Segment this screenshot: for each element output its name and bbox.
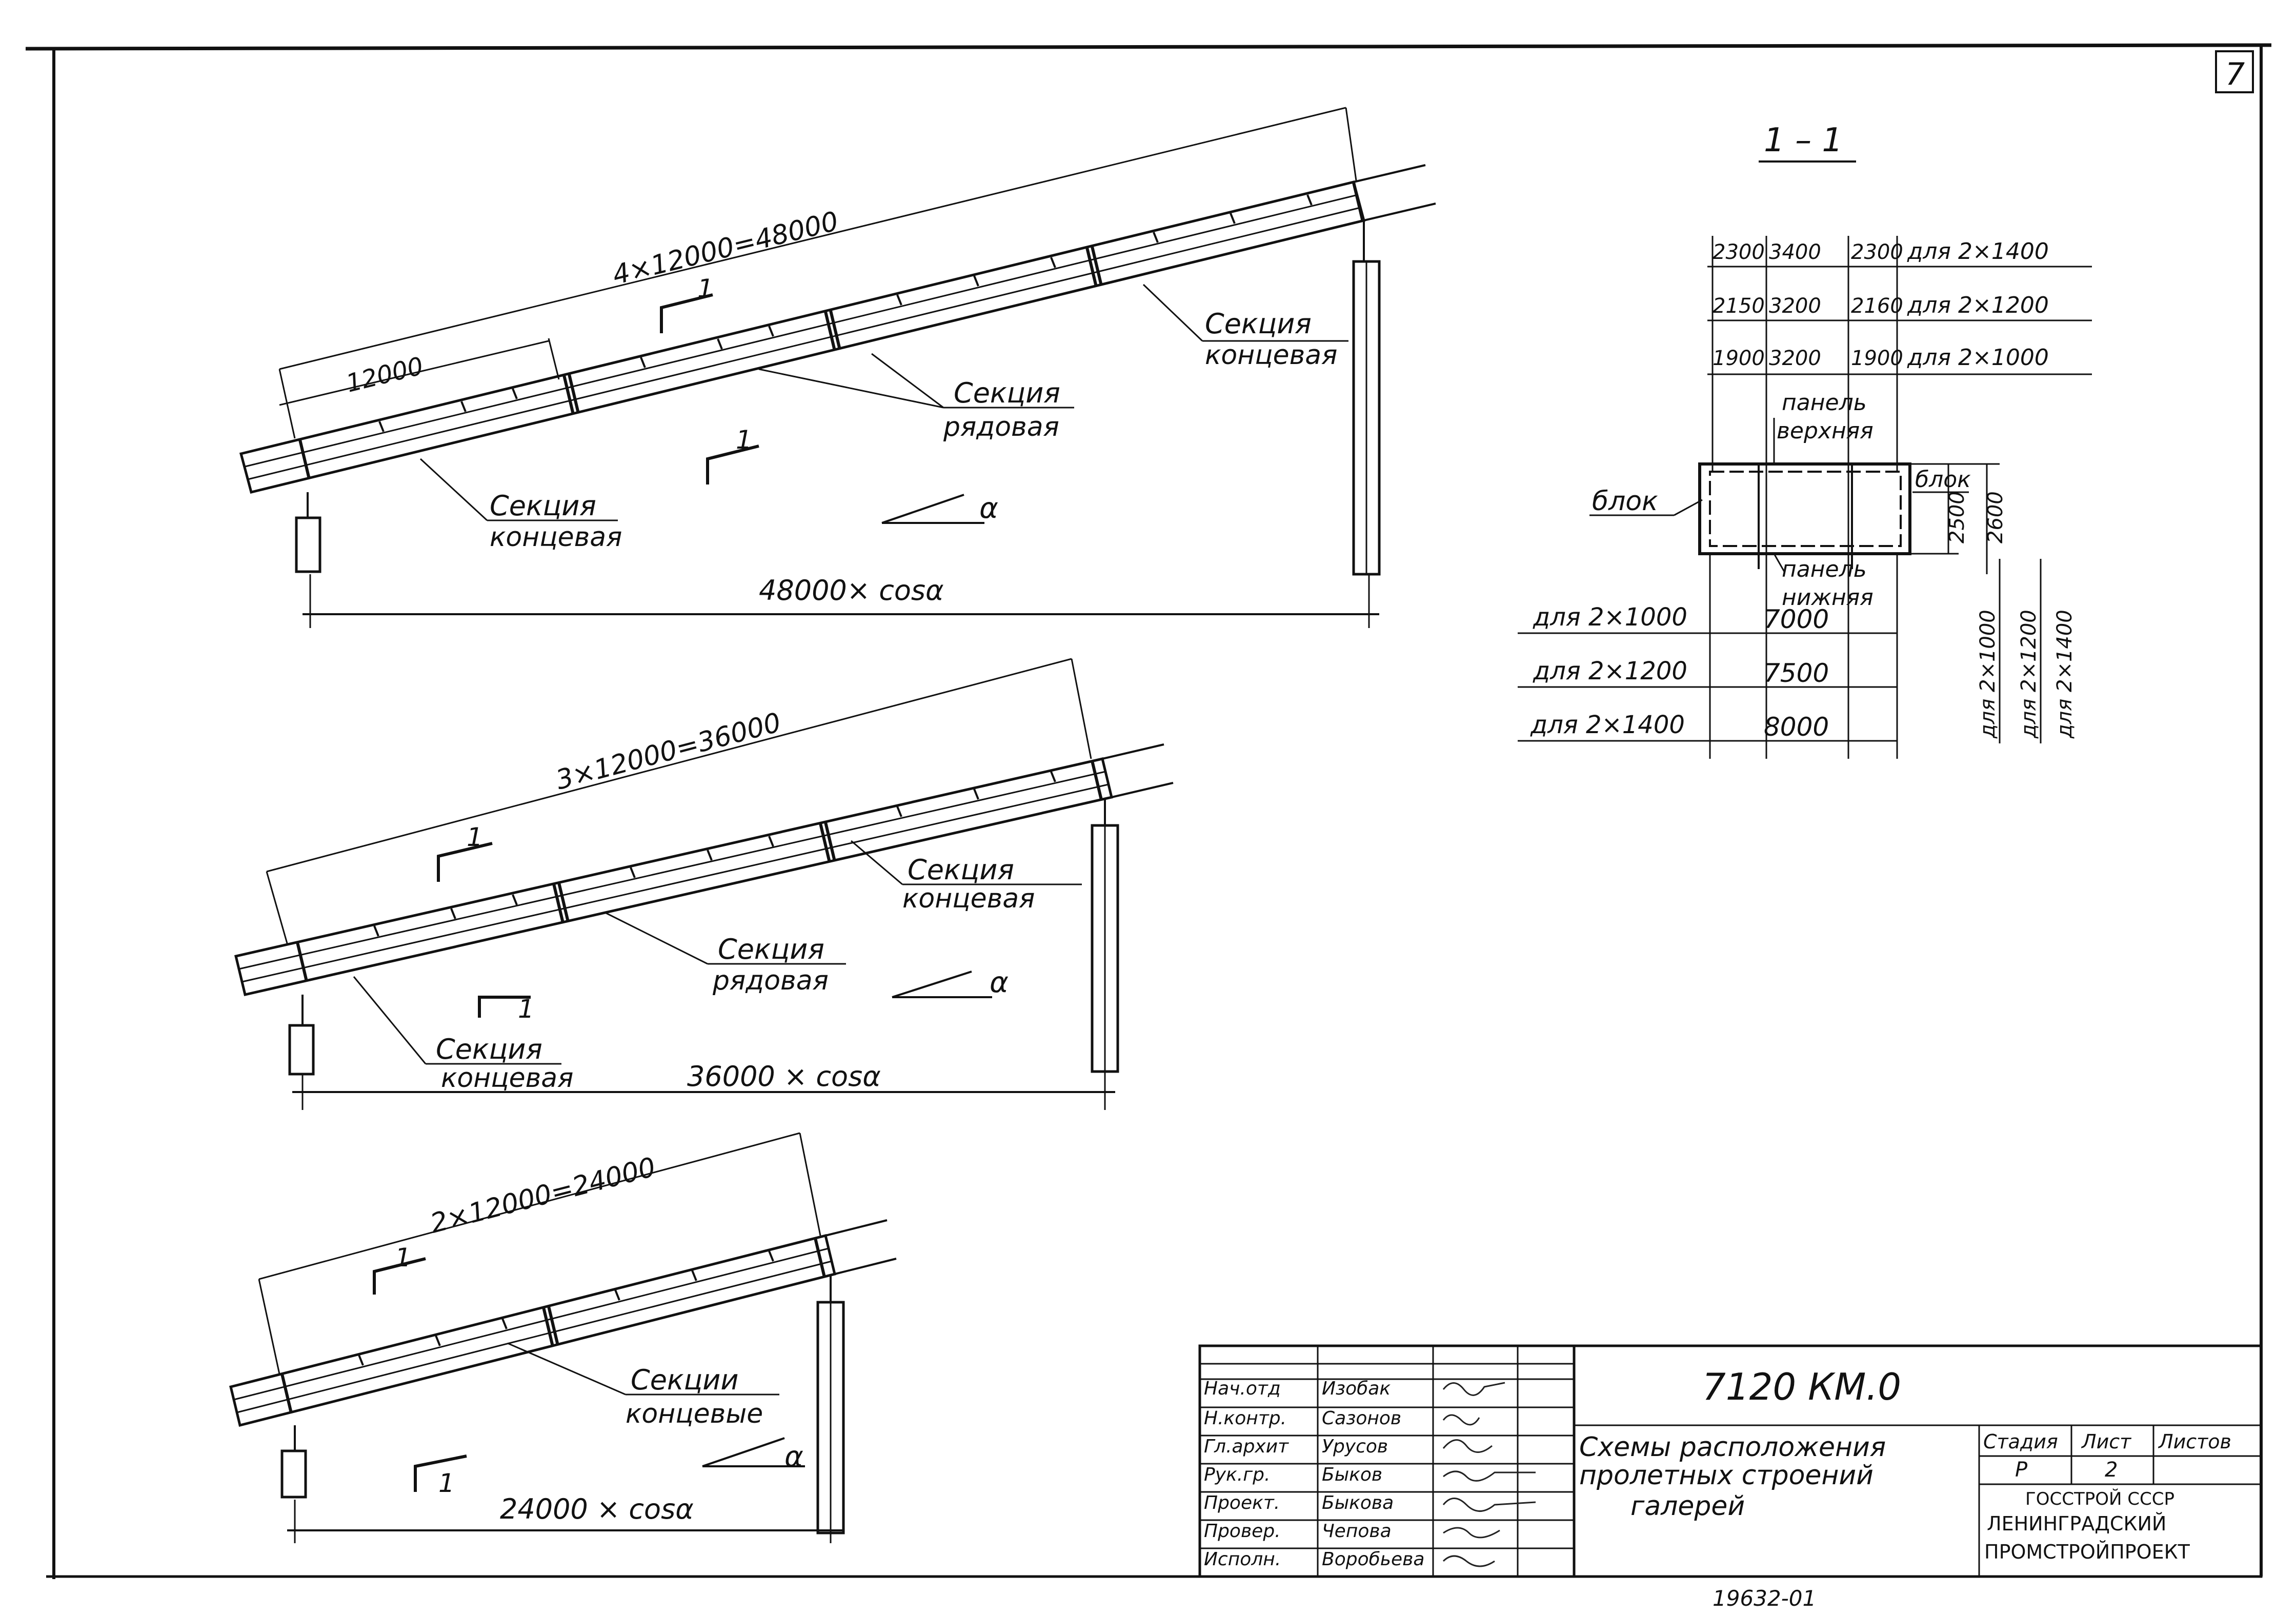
dim-48000-total: 4×12000=48000	[610, 206, 841, 291]
dim-36000-total: 3×12000=36000	[553, 707, 784, 796]
panel-lower-label-2: нижняя	[1782, 584, 1874, 611]
role-6: Провер.	[1204, 1521, 1281, 1542]
label-end-section-left-2: концевая	[441, 1063, 573, 1094]
dim-row1-c: 2300	[1851, 240, 1903, 264]
label-end-sections-1: Секции	[631, 1364, 739, 1396]
dim-row1-b: 3400	[1769, 240, 1821, 264]
section-mark-3a: 1	[395, 1243, 411, 1272]
dim-24000-horizontal: 24000 × cosα	[500, 1493, 694, 1525]
vertical-label-1000: для 2×1000	[1976, 610, 2000, 739]
label-end-section-left-1: Секция	[436, 1033, 542, 1065]
width-row1-value: 7000	[1764, 604, 1829, 634]
name-2: Сазонов	[1322, 1408, 1401, 1429]
sheet-frame: 7 19632-01	[25, 43, 2272, 1611]
height-2600: 2600	[1984, 491, 2007, 543]
section-mark-2b: 1	[518, 994, 534, 1024]
stage-value: Р	[2015, 1458, 2028, 1482]
alpha-symbol-3: α	[784, 1440, 803, 1473]
label-mid-section-1: Секция	[718, 933, 824, 965]
height-2500: 2500	[1945, 491, 1969, 543]
block-label-left: блок	[1592, 486, 1658, 517]
name-5: Быкова	[1322, 1492, 1394, 1513]
gallery-cross-section	[1698, 462, 1911, 555]
vertical-label-1400: для 2×1400	[2053, 610, 2077, 739]
width-row2-label: для 2×1200	[1533, 657, 1687, 685]
role-5: Проект.	[1204, 1492, 1280, 1513]
label-end-section-left-1: Секция	[490, 490, 596, 522]
name-6: Чепова	[1322, 1521, 1392, 1542]
section-mark-2a: 1	[467, 822, 483, 852]
role-3: Гл.архит	[1204, 1436, 1289, 1457]
width-row3-value: 8000	[1764, 712, 1829, 742]
dim-row3-b: 3200	[1769, 347, 1821, 370]
width-row2-value: 7500	[1764, 658, 1829, 688]
alpha-symbol-1: α	[979, 492, 998, 525]
vertical-label-1200: для 2×1200	[2017, 610, 2041, 739]
drawing-desc-1: Схемы расположения	[1579, 1432, 1886, 1463]
panel-upper-label-1: панель	[1782, 390, 1867, 416]
dim-row2-c: 2160	[1851, 294, 1903, 318]
drawing-code: 7120 КМ.0	[1702, 1365, 1901, 1408]
dim-12000-section: 12000	[344, 352, 427, 398]
alpha-symbol-2: α	[990, 966, 1009, 999]
dim-24000-total: 2×12000=24000	[427, 1152, 659, 1240]
dim-row3-a: 1900	[1713, 347, 1765, 370]
section-mark-1a: 1	[697, 274, 714, 304]
name-1: Изобак	[1322, 1378, 1391, 1399]
dim-row3-label: для 2×1000	[1907, 345, 2049, 371]
label-end-section-right-1: Секция	[908, 854, 1014, 886]
dim-row3-c: 1900	[1851, 347, 1903, 370]
label-end-sections-2: концевые	[626, 1399, 763, 1429]
label-mid-section-1: Секция	[954, 377, 1060, 409]
label-end-section-right-1: Секция	[1205, 308, 1312, 340]
drawing-desc-2: пролетных строений	[1579, 1460, 1874, 1491]
sheet-value: 2	[2105, 1458, 2118, 1482]
dim-row1-label: для 2×1400	[1907, 238, 2049, 265]
org-line-1: ГОССТРОЙ СССР	[2025, 1488, 2174, 1509]
width-row1-label: для 2×1000	[1533, 603, 1687, 632]
role-1: Нач.отд	[1204, 1378, 1281, 1399]
role-7: Исполн.	[1204, 1549, 1281, 1570]
label-mid-section-2: рядовая	[712, 965, 829, 996]
section-title: 1 – 1	[1764, 122, 1843, 159]
dim-48000-horizontal: 48000× cosα	[759, 574, 944, 607]
header-sheets: Листов	[2158, 1430, 2231, 1453]
role-4: Рук.гр.	[1204, 1464, 1270, 1485]
signature-scribbles	[1442, 1382, 1536, 1567]
panel-upper-label-2: верхняя	[1777, 418, 1874, 444]
diagram-36000: 3×12000=36000 1 1 Секция концевая Секция…	[234, 658, 1174, 1110]
panel-lower-label-1: панель	[1782, 556, 1867, 582]
label-mid-section-2: рядовая	[943, 412, 1059, 442]
section-mark-3b: 1	[438, 1468, 455, 1498]
label-end-section-right-2: концевая	[902, 883, 1035, 914]
role-2: Н.контр.	[1204, 1408, 1286, 1429]
name-4: Быков	[1322, 1464, 1382, 1485]
bottom-code: 19632-01	[1713, 1586, 1816, 1611]
label-end-section-left-2: концевая	[490, 522, 622, 553]
dim-row1-a: 2300	[1713, 240, 1765, 264]
diagram-48000: 4×12000=48000 12000 1 1 Секция концевая …	[239, 107, 1436, 628]
section-1-1: 1 – 1 2300 3400 2300 для 2×1400 2150 320…	[1518, 122, 2092, 759]
block-label-right: блок	[1915, 467, 1971, 493]
org-line-3: ПРОМСТРОЙПРОЕКТ	[1984, 1541, 2190, 1563]
header-sheet: Лист	[2081, 1430, 2132, 1453]
label-end-section-right-2: концевая	[1205, 340, 1337, 371]
name-7: Воробьева	[1322, 1549, 1424, 1570]
page-number: 7	[2225, 56, 2245, 92]
width-row3-label: для 2×1400	[1530, 711, 1685, 739]
diagram-24000: 2×12000=24000 1 1 Секции концевые α 2400…	[229, 1132, 897, 1543]
dim-row2-a: 2150	[1713, 294, 1765, 318]
title-block: Нач.отд Н.контр. Гл.архит Рук.гр. Проект…	[1198, 1344, 2263, 1578]
drawing-desc-3: галерей	[1630, 1491, 1745, 1522]
name-3: Урусов	[1322, 1436, 1388, 1457]
section-mark-1b: 1	[736, 425, 752, 455]
dim-36000-horizontal: 36000 × cosα	[687, 1060, 881, 1093]
header-stage: Стадия	[1983, 1430, 2058, 1453]
dim-row2-label: для 2×1200	[1907, 292, 2049, 318]
dim-row2-b: 3200	[1769, 294, 1821, 318]
org-line-2: ЛЕНИНГРАДСКИЙ	[1987, 1512, 2166, 1535]
